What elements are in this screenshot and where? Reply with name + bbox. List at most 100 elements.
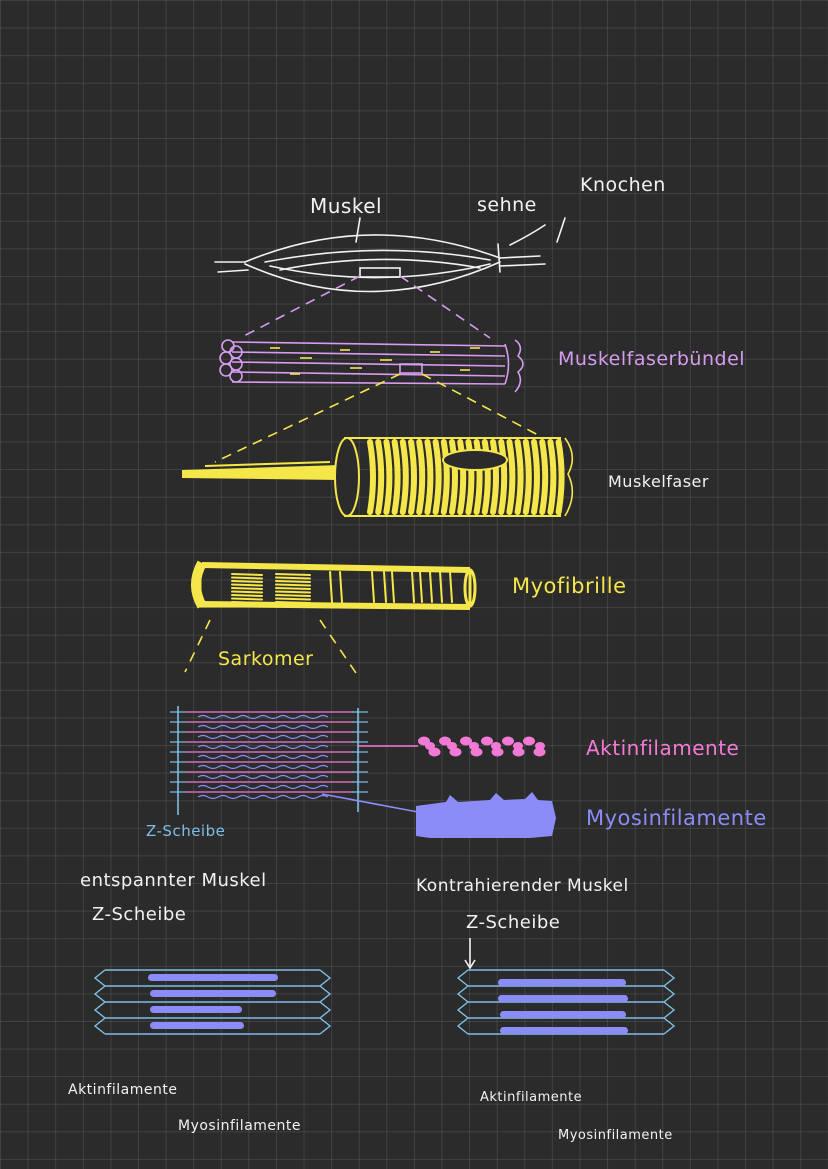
fiber-stripe: [391, 439, 401, 515]
fiber-stripe: [531, 439, 540, 515]
z-disc-zigzag: [319, 969, 332, 987]
label-muskelfaserbuendel: Muskelfaserbündel: [558, 348, 746, 370]
actin-bead: [425, 742, 435, 750]
muscle-fiber-drawing: [182, 437, 574, 517]
myosin-bar: [150, 1022, 244, 1029]
fiber-stripe: [399, 439, 409, 515]
actin-bead: [447, 742, 457, 750]
actin-bead: [439, 736, 451, 746]
sarcomere-myosin-line: [197, 714, 329, 720]
myofibril-drawing: [191, 560, 477, 610]
myosin-bar: [150, 1006, 242, 1013]
actin-bead: [533, 747, 546, 757]
sarcomere-myosin-line: [197, 784, 329, 790]
myosin-bar: [150, 990, 244, 997]
myofibril-mark: [231, 573, 263, 576]
contracted-sarcomere-drawing: [456, 969, 676, 1035]
contracted-z-scheibe: Z-Scheibe: [466, 912, 561, 933]
label-muskelfaser: Muskelfaser: [608, 472, 709, 491]
relaxed-myosin-label: Myosinfilamente: [178, 1118, 301, 1134]
myofibril-marks: [231, 571, 453, 604]
label-myosinfilamente: Myosinfilamente: [586, 806, 767, 830]
myofibril-mark: [231, 597, 263, 601]
fiber-stripe: [424, 439, 434, 515]
myofibril-band: [411, 571, 415, 603]
myofibril-mark: [275, 597, 311, 601]
sarcomere-myosin-line: [197, 744, 329, 750]
fiber-stripe: [383, 439, 393, 515]
sarcomere-lines: [170, 711, 368, 800]
fiber-bundle-drawing: [219, 339, 524, 393]
myofibril-mark: [275, 594, 311, 597]
actin-bead: [469, 742, 479, 750]
z-disc-zigzag: [663, 985, 676, 1003]
fiber-stripe: [522, 439, 532, 515]
z-disc-zigzag: [456, 1017, 469, 1035]
fiber-stripe: [539, 439, 549, 515]
actin-bead: [502, 736, 514, 746]
label-knochen: Knochen: [580, 174, 666, 196]
fiber-stripe: [449, 439, 458, 515]
fiber-stripe: [367, 439, 376, 515]
actin-filament-drawing: [418, 736, 546, 757]
myofibril-band: [371, 571, 375, 603]
fiber-stripe: [440, 439, 450, 515]
myofibril-mark: [275, 573, 311, 576]
myofibril-mark: [275, 590, 311, 594]
fiber-stripe: [457, 439, 467, 515]
sarcomere-myosin-line: [197, 764, 329, 770]
z-disc-zigzag: [663, 969, 676, 987]
myofibril-band: [429, 571, 433, 603]
myofibril-mark: [275, 587, 311, 590]
myofibril-band: [449, 571, 453, 603]
myosin-bar: [498, 995, 628, 1002]
actin-bead: [460, 736, 472, 746]
myosin-bar: [500, 1027, 628, 1034]
myofibril-mark: [231, 576, 263, 580]
label-myofibrille: Myofibrille: [512, 574, 627, 598]
zoom-lines-2: [214, 373, 541, 463]
z-disc-zigzag: [93, 1017, 106, 1035]
z-disc-zigzag: [663, 1001, 676, 1019]
fiber-stripes: [367, 439, 565, 515]
myofibril-mark: [275, 583, 311, 587]
label-z-scheibe: Z-Scheibe: [146, 822, 226, 840]
myofibril-mark: [231, 601, 263, 604]
z-disc-zigzag: [93, 985, 106, 1003]
fiber-stripe: [408, 439, 417, 515]
fiber-stripe: [547, 439, 557, 515]
actin-bead: [491, 742, 501, 750]
z-disc-zigzag: [456, 985, 469, 1003]
myofibril-band: [339, 571, 343, 603]
actin-bead: [513, 742, 523, 750]
contracted-title: Kontrahierender Muskel: [416, 876, 629, 896]
fiber-stripe: [555, 439, 565, 515]
myofibril-band: [329, 571, 333, 603]
relaxed-aktin-label: Aktinfilamente: [68, 1082, 178, 1098]
myofibril-mark: [275, 601, 311, 604]
z-disc-zigzag: [93, 969, 106, 987]
actin-bead: [481, 736, 493, 746]
z-scheibe-arrowhead: [464, 959, 476, 970]
fiber-stripe: [481, 439, 491, 515]
z-disc-zigzag: [93, 1001, 106, 1019]
z-disc-zigzag: [663, 1017, 676, 1035]
myofibril-band: [419, 571, 423, 603]
sarcomere-myosin-line: [197, 724, 329, 730]
fiber-stripe: [416, 439, 426, 515]
myosin-filament-drawing: [416, 792, 556, 838]
myofibril-mark: [231, 590, 263, 594]
actin-bead: [512, 747, 525, 757]
myofibril-mark: [231, 587, 263, 590]
z-disc-zigzag: [456, 969, 469, 987]
myofibril-mark: [231, 580, 263, 583]
sarcomere-myosin-line: [197, 774, 329, 780]
label-sarkomer: Sarkomer: [218, 648, 314, 670]
contracted-myosin-label: Myosinfilamente: [558, 1128, 673, 1143]
label-aktinfilamente: Aktinfilamente: [586, 736, 740, 760]
myosin-bar: [500, 1011, 626, 1018]
z-disc-zigzag: [319, 985, 332, 1003]
fiber-stripe: [514, 439, 524, 515]
myosin-bar: [498, 979, 626, 986]
myofibril-band: [439, 571, 443, 603]
